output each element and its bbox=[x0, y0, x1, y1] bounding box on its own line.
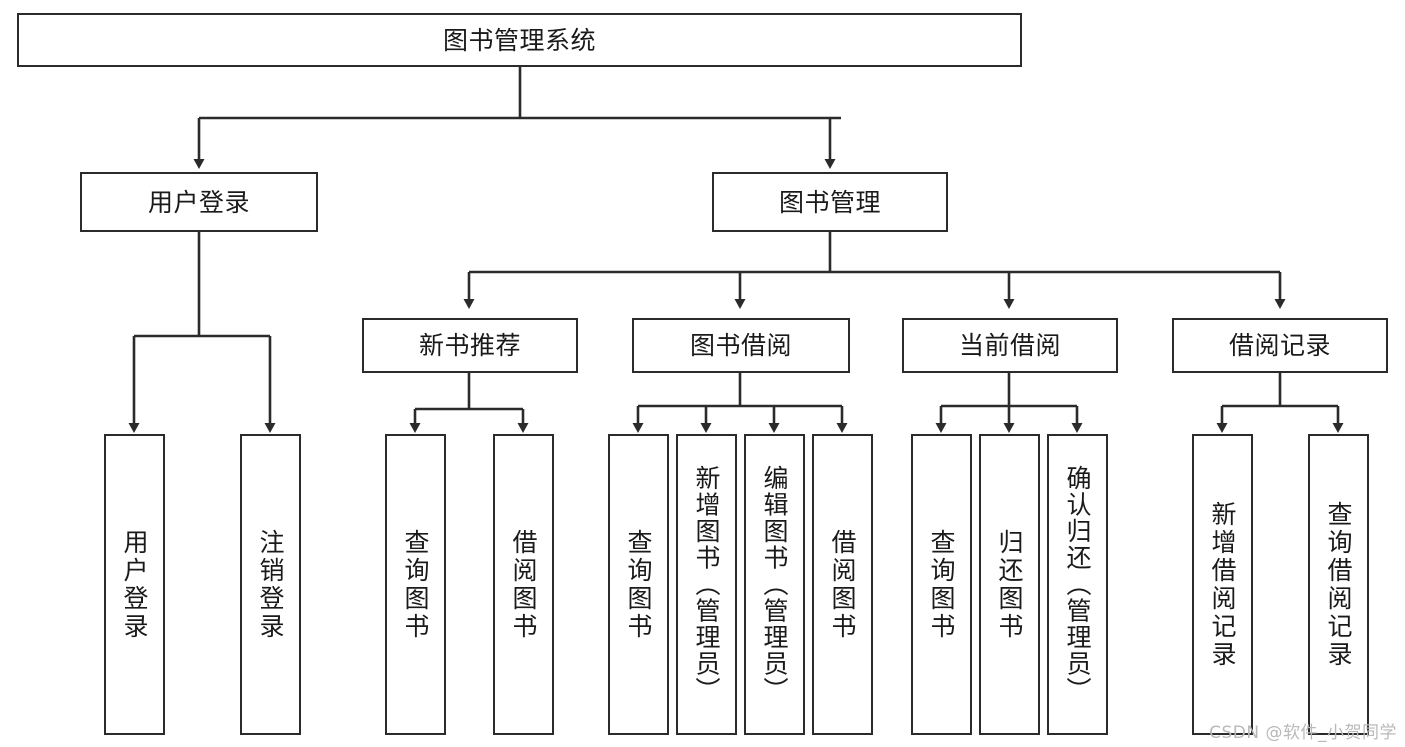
node-book-borrow[interactable]: 图书借阅 bbox=[632, 318, 850, 373]
leaf-query-book-newbook[interactable]: 查询图书 bbox=[385, 434, 446, 735]
node-label: 新增借阅记录 bbox=[1208, 500, 1237, 669]
node-label: 借阅图书 bbox=[509, 528, 538, 641]
leaf-borrow-book-newbook[interactable]: 借阅图书 bbox=[493, 434, 554, 735]
node-label: 编辑图书（管理员） bbox=[760, 465, 789, 704]
node-new-book-recommendation[interactable]: 新书推荐 bbox=[362, 318, 578, 373]
leaf-edit-book-admin[interactable]: 编辑图书（管理员） bbox=[744, 434, 805, 735]
leaf-confirm-return-admin[interactable]: 确认归还（管理员） bbox=[1047, 434, 1108, 735]
node-root-book-management-system[interactable]: 图书管理系统 bbox=[17, 13, 1022, 67]
node-label: 图书管理系统 bbox=[442, 25, 596, 55]
node-label: 归还图书 bbox=[995, 528, 1024, 641]
node-label: 借阅记录 bbox=[1228, 331, 1331, 360]
leaf-query-book-borrow[interactable]: 查询图书 bbox=[608, 434, 669, 735]
node-user-login[interactable]: 用户登录 bbox=[80, 172, 318, 232]
node-borrow-record[interactable]: 借阅记录 bbox=[1172, 318, 1388, 373]
leaf-user-login[interactable]: 用户登录 bbox=[104, 434, 165, 735]
watermark-text: CSDN @软件_小贺同学 bbox=[1209, 723, 1397, 743]
leaf-return-book[interactable]: 归还图书 bbox=[979, 434, 1040, 735]
leaf-query-borrow-record[interactable]: 查询借阅记录 bbox=[1308, 434, 1369, 735]
node-label: 新书推荐 bbox=[418, 331, 521, 360]
node-book-management[interactable]: 图书管理 bbox=[712, 172, 948, 232]
node-label: 确认归还（管理员） bbox=[1063, 465, 1092, 704]
node-label: 查询图书 bbox=[927, 528, 956, 641]
node-label: 注销登录 bbox=[256, 528, 285, 641]
leaf-add-borrow-record[interactable]: 新增借阅记录 bbox=[1192, 434, 1253, 735]
node-label: 查询图书 bbox=[401, 528, 430, 641]
node-label: 图书借阅 bbox=[689, 331, 792, 360]
node-label: 借阅图书 bbox=[828, 528, 857, 641]
node-current-borrow[interactable]: 当前借阅 bbox=[902, 318, 1118, 373]
node-label: 新增图书（管理员） bbox=[692, 465, 721, 704]
leaf-add-book-admin[interactable]: 新增图书（管理员） bbox=[676, 434, 737, 735]
leaf-query-book-current[interactable]: 查询图书 bbox=[911, 434, 972, 735]
leaf-borrow-book[interactable]: 借阅图书 bbox=[812, 434, 873, 735]
node-label: 查询图书 bbox=[624, 528, 653, 641]
node-label: 用户登录 bbox=[147, 187, 250, 217]
node-label: 当前借阅 bbox=[958, 331, 1061, 360]
node-label: 用户登录 bbox=[120, 528, 149, 641]
node-label: 查询借阅记录 bbox=[1324, 500, 1353, 669]
leaf-logout[interactable]: 注销登录 bbox=[240, 434, 301, 735]
node-label: 图书管理 bbox=[778, 187, 881, 217]
